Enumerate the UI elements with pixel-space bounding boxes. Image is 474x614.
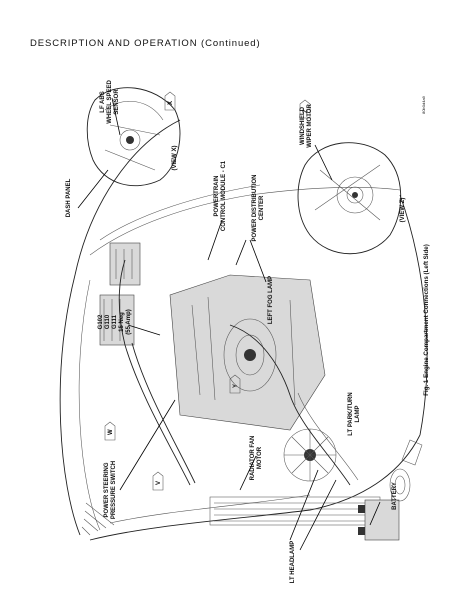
label-left-fog-lamp: LEFT FOG LAMP: [268, 276, 274, 324]
svg-text:WINDSHIELD: WINDSHIELD: [300, 106, 306, 145]
label-lt-headlamp: LT HEADLAMP: [290, 541, 296, 584]
svg-text:(55 Amp): (55 Amp): [126, 309, 132, 334]
view-x-inset: [86, 87, 181, 187]
label-grounds: G102 G110 G111 15 Neg (55 Amp): [98, 309, 132, 334]
svg-text:Y: Y: [233, 384, 239, 388]
svg-text:G111: G111: [112, 314, 118, 329]
label-wiper-motor: WINDSHIELD WIPER MOTOR: [300, 104, 313, 148]
svg-text:WIPER MOTOR: WIPER MOTOR: [307, 104, 313, 148]
callout-v: V: [152, 471, 164, 491]
view-z-inset: [297, 142, 402, 255]
label-pcm: POWERTRAIN CONTROL MODULE - C1: [214, 160, 227, 231]
svg-text:V: V: [156, 481, 162, 485]
svg-text:POWER STEERING: POWER STEERING: [104, 462, 110, 517]
svg-text:POWERTRAIN: POWERTRAIN: [214, 176, 220, 217]
svg-text:G102: G102: [98, 314, 104, 329]
svg-text:W: W: [108, 429, 114, 435]
figure-caption: Fig. 1 Engine Compartment Connections (L…: [423, 244, 430, 396]
page-header: DESCRIPTION AND OPERATION (Continued): [30, 38, 261, 49]
label-park-turn: LT PARK/TURN LAMP: [348, 392, 361, 435]
label-dash-panel: DASH PANEL: [66, 178, 72, 217]
svg-text:POWER DISTRIBUTION: POWER DISTRIBUTION: [252, 175, 258, 242]
label-view-x: (VIEW X): [172, 145, 178, 170]
label-battery: BATTERY: [392, 482, 398, 510]
label-lf-abs: LF ABS WHEEL SPEED SENSOR: [100, 80, 120, 124]
svg-text:SENSOR: SENSOR: [114, 89, 120, 115]
callout-z: Z: [299, 99, 311, 119]
svg-text:X: X: [168, 101, 174, 105]
svg-text:LF ABS: LF ABS: [100, 91, 106, 112]
callout-y: Y: [229, 374, 241, 394]
label-pdc: POWER DISTRIBUTION CENTER: [252, 175, 265, 242]
label-view-z: (VIEW Z): [400, 198, 406, 223]
label-ps-switch: POWER STEERING PRESSURE SWITCH: [104, 461, 117, 519]
svg-text:RADIATOR FAN: RADIATOR FAN: [250, 436, 256, 481]
svg-text:G110: G110: [105, 314, 111, 329]
svg-text:LAMP: LAMP: [355, 406, 361, 423]
svg-text:Z: Z: [303, 109, 309, 113]
svg-text:MOTOR: MOTOR: [257, 446, 263, 469]
svg-text:WHEEL SPEED: WHEEL SPEED: [107, 80, 113, 124]
svg-text:15 Neg: 15 Neg: [119, 312, 125, 332]
svg-text:CONTROL MODULE - C1: CONTROL MODULE - C1: [221, 160, 227, 231]
svg-text:CENTER: CENTER: [259, 195, 265, 220]
svg-text:LT PARK/TURN: LT PARK/TURN: [348, 392, 354, 435]
callout-x: X: [164, 91, 176, 111]
callout-w: W: [104, 421, 116, 441]
svg-text:PRESSURE SWITCH: PRESSURE SWITCH: [111, 461, 117, 519]
figure-id: 80b0d4a9: [421, 95, 426, 114]
label-radiator-fan: RADIATOR FAN MOTOR: [250, 436, 263, 481]
